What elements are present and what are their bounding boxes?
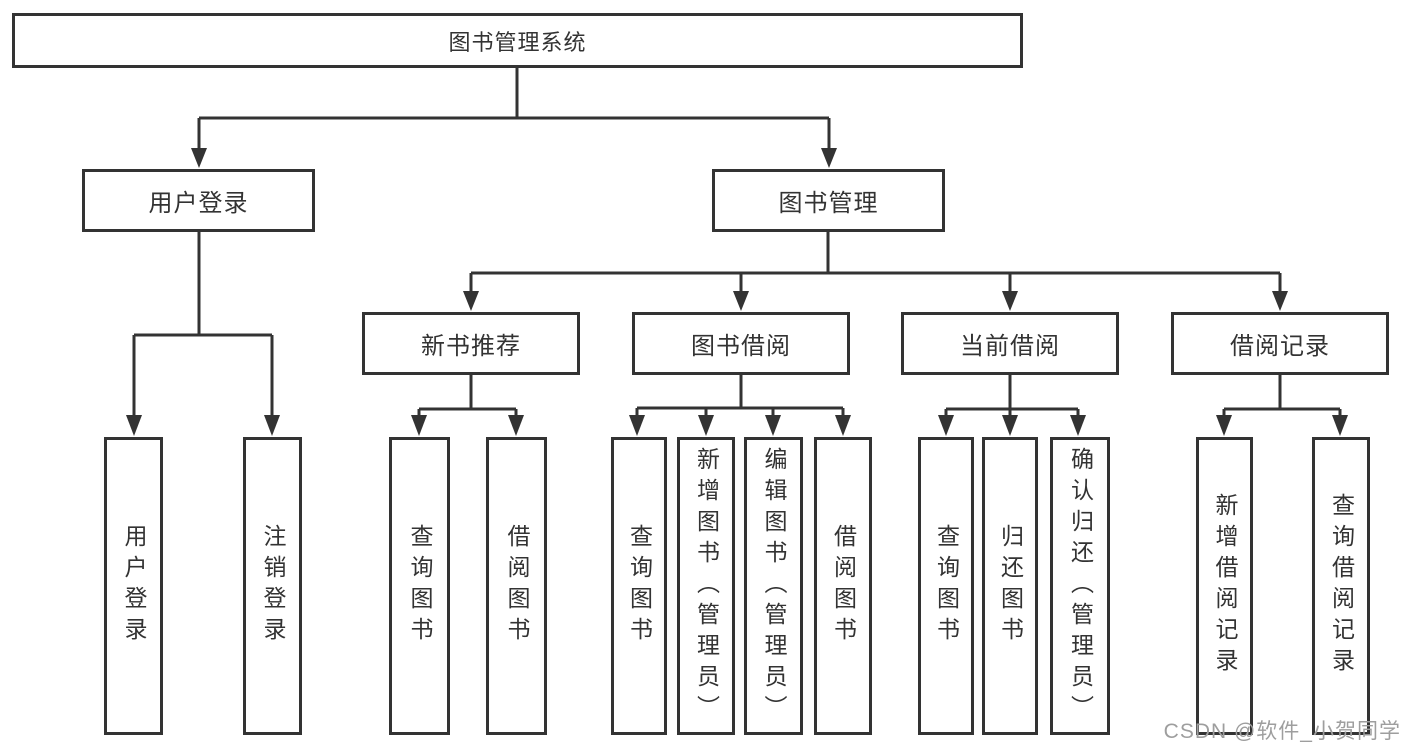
leaf-return-books: 归还图书 (982, 437, 1038, 735)
leaf-query-books-recommend: 查询图书 (389, 437, 450, 735)
node-borrow-records: 借阅记录 (1171, 312, 1389, 375)
node-new-book-recommend: 新书推荐 (362, 312, 580, 375)
leaf-borrow-books-recommend: 借阅图书 (486, 437, 547, 735)
leaf-query-borrow-record-label: 查询借阅记录 (1328, 493, 1355, 679)
leaf-add-books-admin-label: 新增图书（管理员） (693, 446, 720, 726)
arrowheads (126, 148, 1348, 436)
leaf-logout-label: 注销登录 (260, 524, 286, 648)
leaf-add-borrow-record: 新增借阅记录 (1196, 437, 1253, 735)
leaf-query-books-current: 查询图书 (918, 437, 974, 735)
node-book-management: 图书管理 (712, 169, 945, 232)
leaf-query-books-borrow: 查询图书 (611, 437, 667, 735)
leaf-query-books-current-label: 查询图书 (933, 524, 960, 648)
leaf-query-borrow-record: 查询借阅记录 (1312, 437, 1370, 735)
leaf-query-books-borrow-label: 查询图书 (626, 524, 653, 648)
node-book-borrow: 图书借阅 (632, 312, 850, 375)
leaf-query-books-recommend-label: 查询图书 (407, 524, 433, 648)
node-book-management-label: 图书管理 (778, 190, 879, 217)
leaf-borrow-books-recommend-label: 借阅图书 (504, 524, 530, 648)
leaf-add-books-admin: 新增图书（管理员） (677, 437, 735, 735)
node-root-label: 图书管理系统 (448, 29, 587, 55)
leaf-logout: 注销登录 (243, 437, 302, 735)
csdn-watermark: CSDN @软件_小贺同学 (1163, 720, 1401, 743)
leaf-user-login-label: 用户登录 (121, 524, 147, 648)
leaf-edit-books-admin: 编辑图书（管理员） (744, 437, 803, 735)
leaf-return-books-label: 归还图书 (997, 524, 1024, 648)
node-root: 图书管理系统 (12, 13, 1023, 68)
leaf-add-borrow-record-label: 新增借阅记录 (1212, 493, 1238, 679)
leaf-user-login: 用户登录 (104, 437, 163, 735)
node-borrow-records-label: 借阅记录 (1230, 333, 1330, 360)
leaf-edit-books-admin-label: 编辑图书（管理员） (761, 446, 787, 726)
leaf-borrow-books: 借阅图书 (814, 437, 872, 735)
node-new-book-recommend-label: 新书推荐 (421, 333, 521, 360)
node-book-borrow-label: 图书借阅 (691, 333, 791, 360)
node-current-borrow-label: 当前借阅 (960, 333, 1060, 360)
node-current-borrow: 当前借阅 (901, 312, 1119, 375)
leaf-confirm-return-admin: 确认归还（管理员） (1050, 437, 1110, 735)
leaf-confirm-return-admin-label: 确认归还（管理员） (1067, 446, 1094, 726)
node-user-login-label: 用户登录 (148, 190, 249, 217)
node-user-login: 用户登录 (82, 169, 315, 232)
leaf-borrow-books-label: 借阅图书 (830, 524, 857, 648)
